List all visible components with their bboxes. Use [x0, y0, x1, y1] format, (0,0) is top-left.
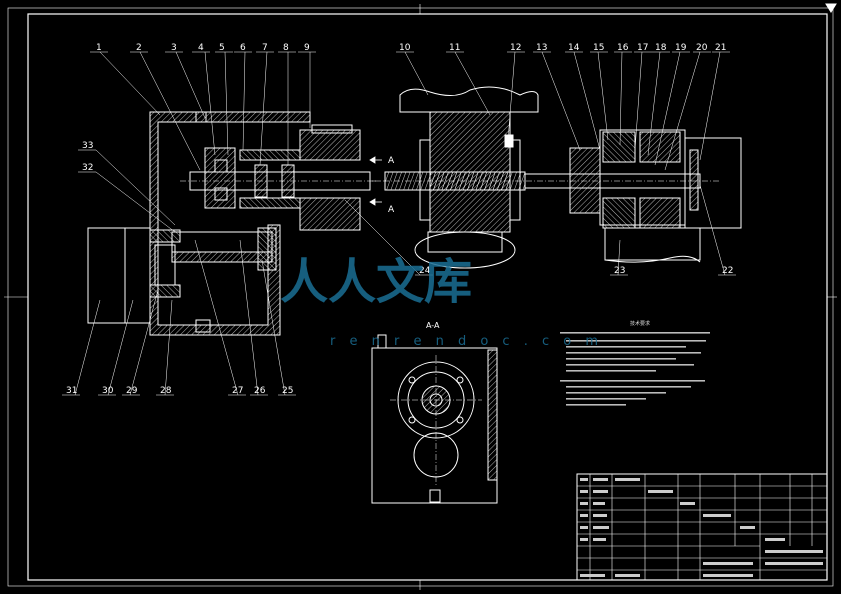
drawing-frame	[4, 3, 837, 590]
part-number-27: 27	[232, 386, 243, 396]
part-number-33: 33	[82, 141, 93, 151]
part-number-31: 31	[66, 386, 77, 396]
section-marker-top: A	[388, 156, 395, 166]
part-number-26: 26	[254, 386, 266, 396]
part-number-19: 19	[675, 43, 687, 53]
part-number-14: 14	[568, 43, 580, 53]
part-number-13: 13	[536, 43, 547, 53]
part-number-25: 25	[282, 386, 293, 396]
part-number-3: 3	[171, 43, 177, 53]
part-number-4: 4	[198, 43, 204, 53]
part-number-5: 5	[219, 43, 225, 53]
part-number-17: 17	[637, 43, 648, 53]
part-number-22: 22	[722, 266, 733, 276]
part-number-2: 2	[136, 43, 142, 53]
part-number-20: 20	[696, 43, 708, 53]
watermark-text: 人人文库	[280, 254, 472, 310]
part-number-30: 30	[102, 386, 114, 396]
part-number-24: 24	[419, 266, 431, 276]
part-number-7: 7	[262, 43, 268, 53]
part-number-8: 8	[283, 43, 289, 53]
part-number-28: 28	[160, 386, 172, 396]
gearbox-housing	[87, 111, 311, 336]
part-number-18: 18	[655, 43, 667, 53]
part-numbers-top: 1 2 3 4 5 6 7 8 9 10 11 12 13 14 15 16 1…	[96, 43, 726, 53]
section-marker-bottom: A	[388, 205, 395, 215]
upper-shaft-assembly	[180, 124, 380, 231]
watermark: 人人文库 r e n r e n d o c . c o m	[280, 254, 603, 349]
part-number-32: 32	[82, 163, 93, 173]
notes-title: 技术要求	[630, 320, 650, 327]
right-bearing-assembly	[569, 129, 742, 263]
title-block	[576, 473, 828, 581]
part-number-15: 15	[593, 43, 604, 53]
part-number-6: 6	[240, 43, 246, 53]
section-view-label: A-A	[426, 321, 440, 330]
part-number-23: 23	[614, 266, 625, 276]
section-view-a-a	[371, 334, 498, 504]
lead-screw	[372, 171, 720, 191]
leader-lines	[62, 51, 736, 396]
part-number-10: 10	[399, 43, 411, 53]
part-number-21: 21	[715, 43, 726, 53]
part-number-29: 29	[126, 386, 138, 396]
worktable-nut	[399, 86, 539, 269]
part-number-16: 16	[617, 43, 629, 53]
section-arrows	[369, 156, 382, 206]
technical-notes: 技术要求	[560, 320, 710, 406]
part-number-11: 11	[449, 43, 460, 53]
part-numbers-other: 33 32 31 30 29 28 27 26 25 24 23 22	[66, 141, 733, 396]
part-number-9: 9	[304, 43, 310, 53]
part-number-1: 1	[96, 43, 102, 53]
watermark-url: r e n r e n d o c . c o m	[330, 334, 603, 349]
title-block-text-marks	[580, 478, 823, 577]
part-number-12: 12	[510, 43, 521, 53]
